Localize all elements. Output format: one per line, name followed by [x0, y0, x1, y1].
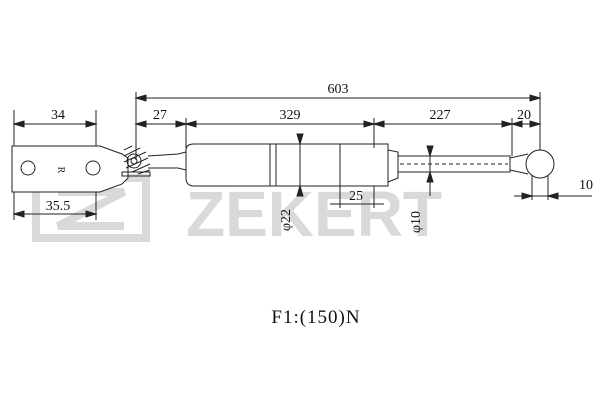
dim-label-overall-length: 603: [328, 82, 349, 97]
dim-label-eye-length: 34: [51, 108, 65, 123]
dim-label-rod-diameter: φ10: [409, 211, 424, 233]
dim-line-603: [135, 92, 541, 160]
ball-socket-neck: [509, 153, 529, 175]
dim-label-body-length: 329: [280, 108, 301, 123]
dim-arrow-body-dia: [296, 133, 304, 197]
pivot-eye: [126, 153, 142, 169]
dim-label-sleeve-length: 25: [349, 189, 363, 204]
force-label: F1:(150)N: [271, 307, 360, 328]
dim-label-hole-spacing: 35.5: [46, 199, 71, 214]
cylinder-body-seam: [269, 144, 277, 186]
dim-arrows-row2: [134, 120, 542, 128]
watermark-brand-text: ZEKERT: [186, 178, 442, 250]
bracket-hole-right: [85, 160, 101, 176]
pivot-hatch: [123, 145, 151, 175]
body-neck: [147, 151, 187, 171]
mounting-bracket: [11, 145, 129, 193]
dim-line-35-5: [13, 192, 97, 220]
dim-label-body-diameter: φ22: [279, 209, 294, 231]
bracket-marking: R: [55, 167, 66, 174]
dim-arrow-34: [12, 120, 98, 128]
bracket-hole-left: [20, 160, 36, 176]
pivot-bolt: [121, 171, 151, 177]
dim-line-34: [13, 110, 97, 146]
ball-socket: [525, 149, 555, 179]
dim-line-25: [330, 186, 384, 208]
drawing-lines: [11, 92, 592, 220]
dim-arrow-rod-dia: [426, 145, 434, 183]
dim-label-ball-diameter: 10: [579, 178, 593, 193]
brand-watermark: ZEKERT: [32, 174, 442, 250]
dim-arrow-10: [521, 192, 559, 200]
piston-rod: [397, 155, 511, 173]
ball-socket-stud: [531, 176, 549, 197]
dim-arrow-35-5: [12, 210, 98, 218]
dim-arrow-603: [134, 94, 542, 102]
cylinder-body: [185, 143, 389, 187]
dim-label-ball-end: 20: [517, 108, 531, 123]
dim-label-bracket-offset: 27: [153, 108, 167, 123]
dim-label-rod-length: 227: [430, 108, 451, 123]
